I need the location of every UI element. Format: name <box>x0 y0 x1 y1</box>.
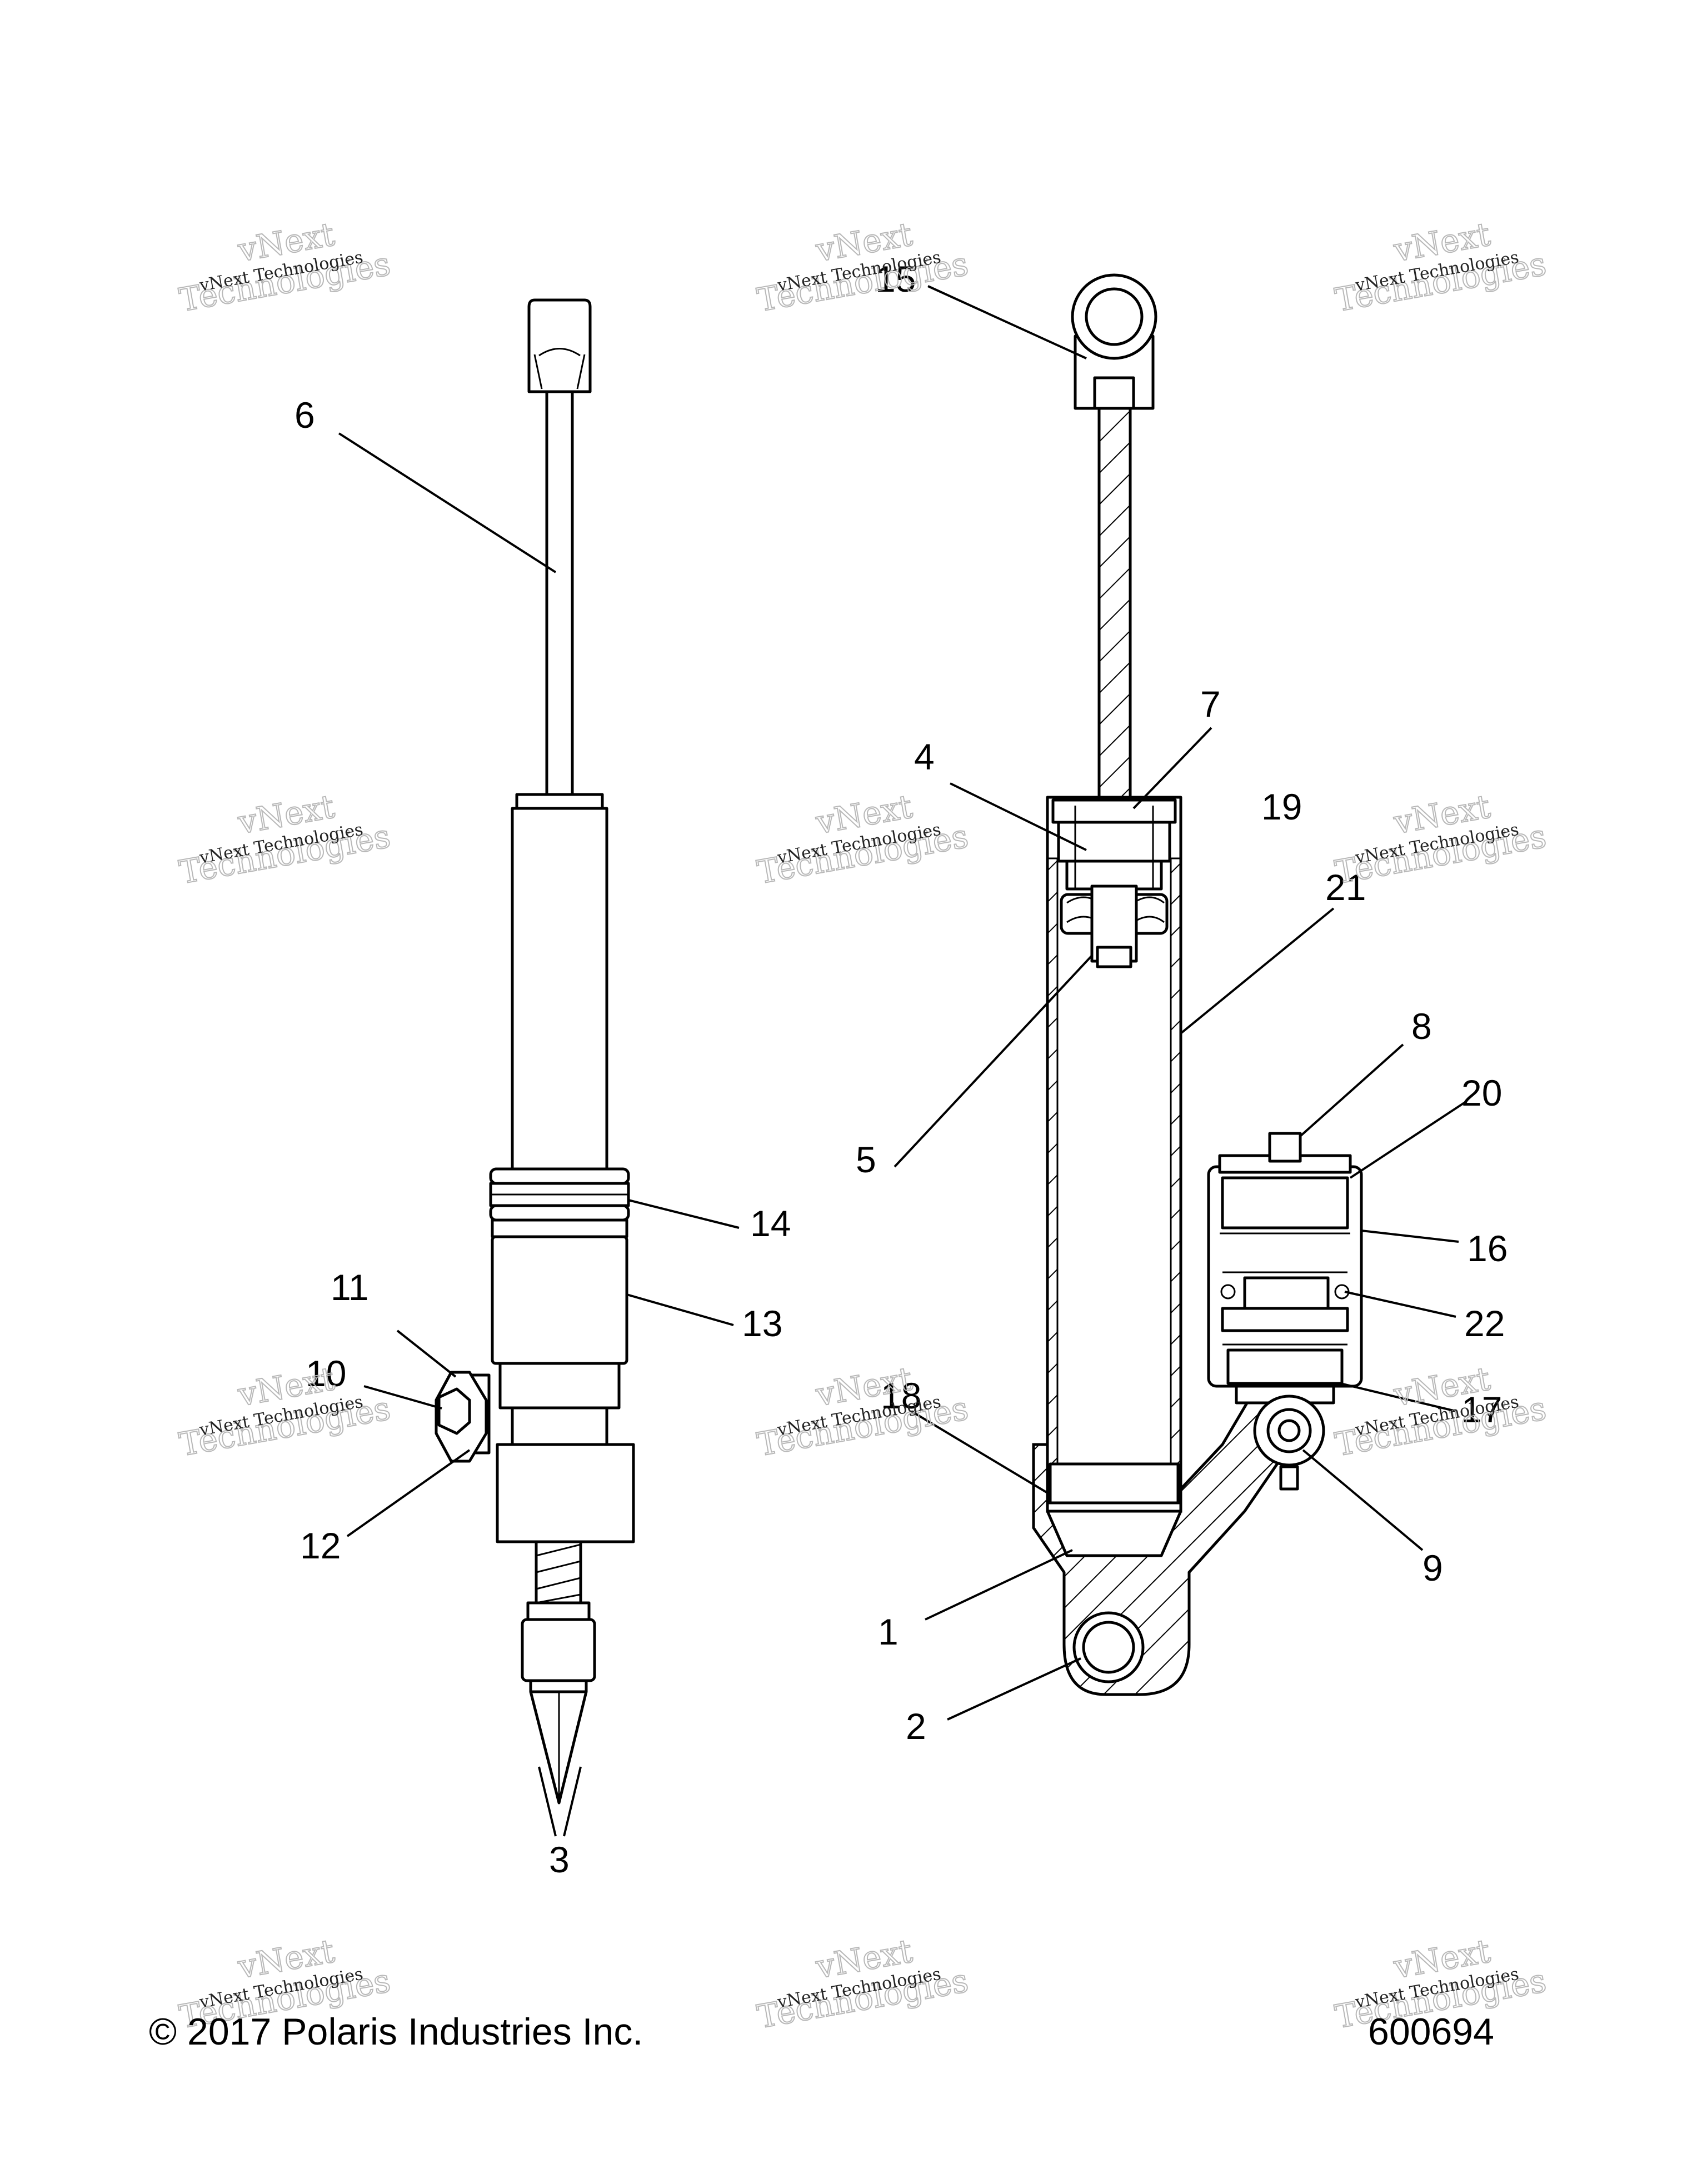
watermark-top-right: vNext Technologies vNext Technologies <box>1332 214 1550 319</box>
left-shock-exterior-view <box>435 298 635 1805</box>
callout-18: 18 <box>881 1375 921 1416</box>
callout-7: 7 <box>1200 683 1221 724</box>
callout-14: 14 <box>750 1203 791 1244</box>
callout-labels: 6 14 13 11 10 12 3 15 7 4 19 21 5 8 20 1… <box>295 258 1508 1880</box>
watermark-bottom-center: vNext Technologies vNext Technologies <box>754 1931 972 2036</box>
callout-12: 12 <box>300 1525 341 1566</box>
callout-19: 19 <box>1261 786 1302 827</box>
callout-16: 16 <box>1467 1228 1508 1269</box>
callout-11: 11 <box>331 1267 369 1308</box>
callout-5: 5 <box>856 1139 876 1180</box>
leader-lines <box>338 285 1465 1837</box>
callout-22: 22 <box>1464 1303 1505 1344</box>
callout-2: 2 <box>906 1706 926 1747</box>
callout-13: 13 <box>742 1303 782 1344</box>
watermark-top-left: vNext Technologies vNext Technologies <box>176 214 394 319</box>
watermark-top-center: vNext Technologies vNext Technologies <box>754 214 972 319</box>
watermark-mid-center: vNext Technologies vNext Technologies <box>754 787 972 892</box>
callout-9: 9 <box>1422 1547 1443 1588</box>
callout-1: 1 <box>878 1611 899 1652</box>
callout-8: 8 <box>1411 1006 1432 1047</box>
callout-4: 4 <box>914 736 935 777</box>
watermark-mid-left: vNext Technologies vNext Technologies <box>176 787 394 892</box>
callout-17: 17 <box>1461 1389 1502 1430</box>
callout-15: 15 <box>875 258 916 299</box>
callout-20: 20 <box>1461 1072 1502 1113</box>
callout-6: 6 <box>295 394 315 436</box>
callout-21: 21 <box>1325 867 1366 908</box>
watermark-low-left: vNext Technologies vNext Technologies <box>176 1359 394 1464</box>
right-shock-section-view <box>1032 273 1363 1696</box>
figure-number: 600694 <box>1368 2011 1494 2053</box>
copyright-notice: © 2017 Polaris Industries Inc. <box>149 2011 643 2053</box>
watermarks: vNext Technologies vNext Technologies vN… <box>176 214 1550 2036</box>
callout-10: 10 <box>306 1353 346 1394</box>
watermark-mid-right: vNext Technologies vNext Technologies <box>1332 787 1550 892</box>
watermark-low-center: vNext Technologies vNext Technologies <box>754 1359 972 1464</box>
callout-3: 3 <box>549 1839 570 1880</box>
